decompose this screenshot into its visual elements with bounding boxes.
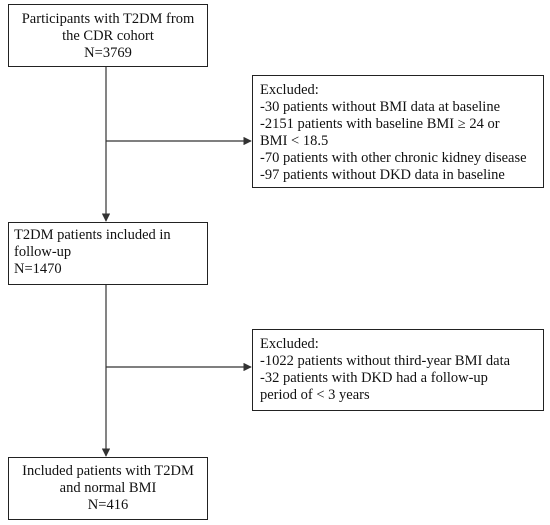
box-count: N=1470 <box>14 261 62 277</box>
box-text-line: -97 patients without DKD data in baselin… <box>260 167 505 183</box>
box-text-line: Included patients with T2DM <box>22 463 194 479</box>
box-text-line: -30 patients without BMI data at baselin… <box>260 99 501 115</box>
box-text-line: and normal BMI <box>59 480 157 496</box>
box-excluded-baseline: Excluded: -30 patients without BMI data … <box>252 75 544 188</box>
box-text-line: -32 patients with DKD had a follow-up <box>260 370 488 386</box>
box-text-line: follow-up <box>14 244 72 260</box>
box-text-line: -2151 patients with baseline BMI ≥ 24 or <box>260 116 500 132</box>
box-count: N=416 <box>87 497 129 513</box>
box-count: N=3769 <box>84 45 132 61</box>
box-text-line: the CDR cohort <box>62 28 154 44</box>
box-followup-included: T2DM patients included in follow-up N=14… <box>8 222 208 285</box>
box-text-line: -70 patients with other chronic kidney d… <box>260 150 527 166</box>
box-heading: Excluded: <box>260 82 319 98</box>
box-text-line: Participants with T2DM from <box>21 11 195 27</box>
box-text-line: period of < 3 years <box>260 387 370 403</box>
box-text-line: T2DM patients included in <box>14 227 171 243</box>
box-excluded-followup: Excluded: -1022 patients without third-y… <box>252 329 544 411</box>
box-text-line: BMI < 18.5 <box>260 133 329 149</box>
box-participants-cohort: Participants with T2DM from the CDR coho… <box>8 4 208 67</box>
box-final-included: Included patients with T2DM and normal B… <box>8 457 208 520</box>
box-heading: Excluded: <box>260 336 319 352</box>
box-text-line: -1022 patients without third-year BMI da… <box>260 353 511 369</box>
